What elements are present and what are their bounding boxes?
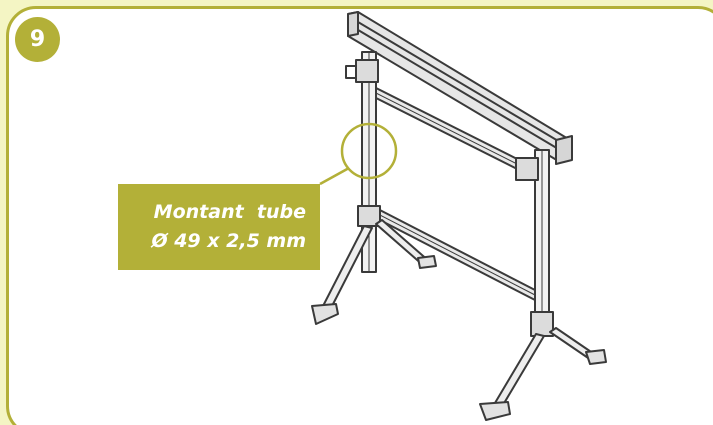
step-number: 9: [29, 27, 46, 52]
tube-highlight-circle: [340, 122, 398, 180]
callout-leader-line: [319, 166, 350, 186]
callout-line-1: Montant tube: [153, 201, 306, 223]
tube-spec-callout: Montant tube Ø 49 x 2,5 mm: [118, 184, 320, 270]
step-number-badge: 9: [15, 17, 60, 62]
callout-line-2: Ø 49 x 2,5 mm: [151, 230, 306, 252]
